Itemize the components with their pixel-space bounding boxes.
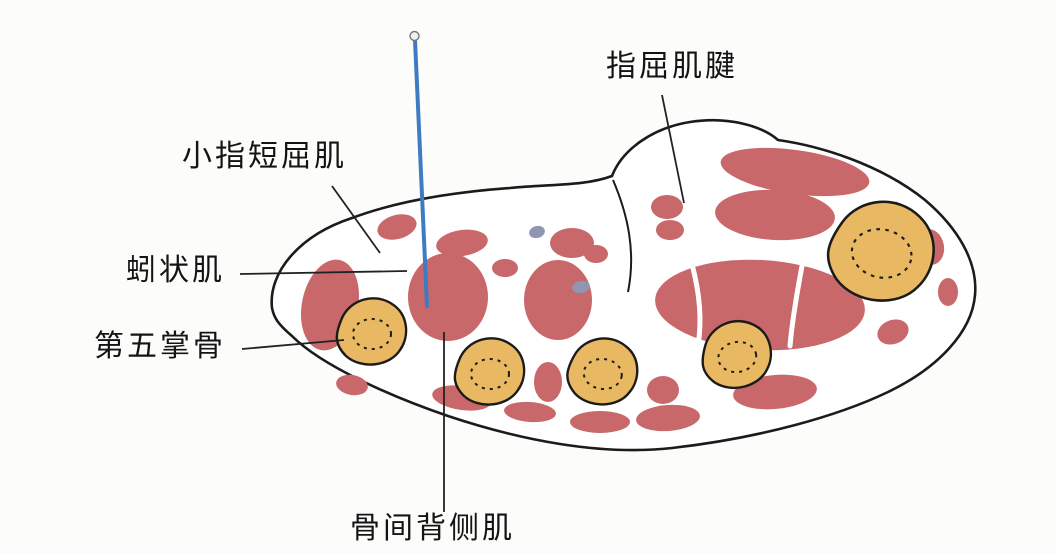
needle-handle xyxy=(409,30,420,42)
label-flexor-tendon: 指屈肌腱 xyxy=(606,50,738,83)
metacarpal-bone xyxy=(826,200,935,302)
label-flexor-digiti-minimi-brevis: 小指短屈肌 xyxy=(182,140,347,173)
blood-vessels xyxy=(529,225,590,294)
label-lumbrical-muscle: 蚓状肌 xyxy=(126,254,225,287)
label-dorsal-interosseous: 骨间背侧肌 xyxy=(350,512,515,545)
leader-fifth-metacarpal xyxy=(241,339,345,350)
metacarpal-bone xyxy=(335,297,408,366)
metacarpal-bone xyxy=(453,337,526,406)
acupuncture-needle xyxy=(409,30,429,308)
fascia-gaps xyxy=(689,261,805,349)
leader-flexor-tendon xyxy=(661,94,685,204)
leader-lines xyxy=(239,94,685,512)
leader-lumbrical xyxy=(239,270,408,275)
leader-flexor-digiti-minimi xyxy=(331,185,381,254)
metacarpal-bone xyxy=(566,337,639,406)
metacarpal-bones xyxy=(335,200,935,406)
label-fifth-metacarpal: 第五掌骨 xyxy=(94,330,226,363)
metacarpal-bone xyxy=(701,319,772,390)
